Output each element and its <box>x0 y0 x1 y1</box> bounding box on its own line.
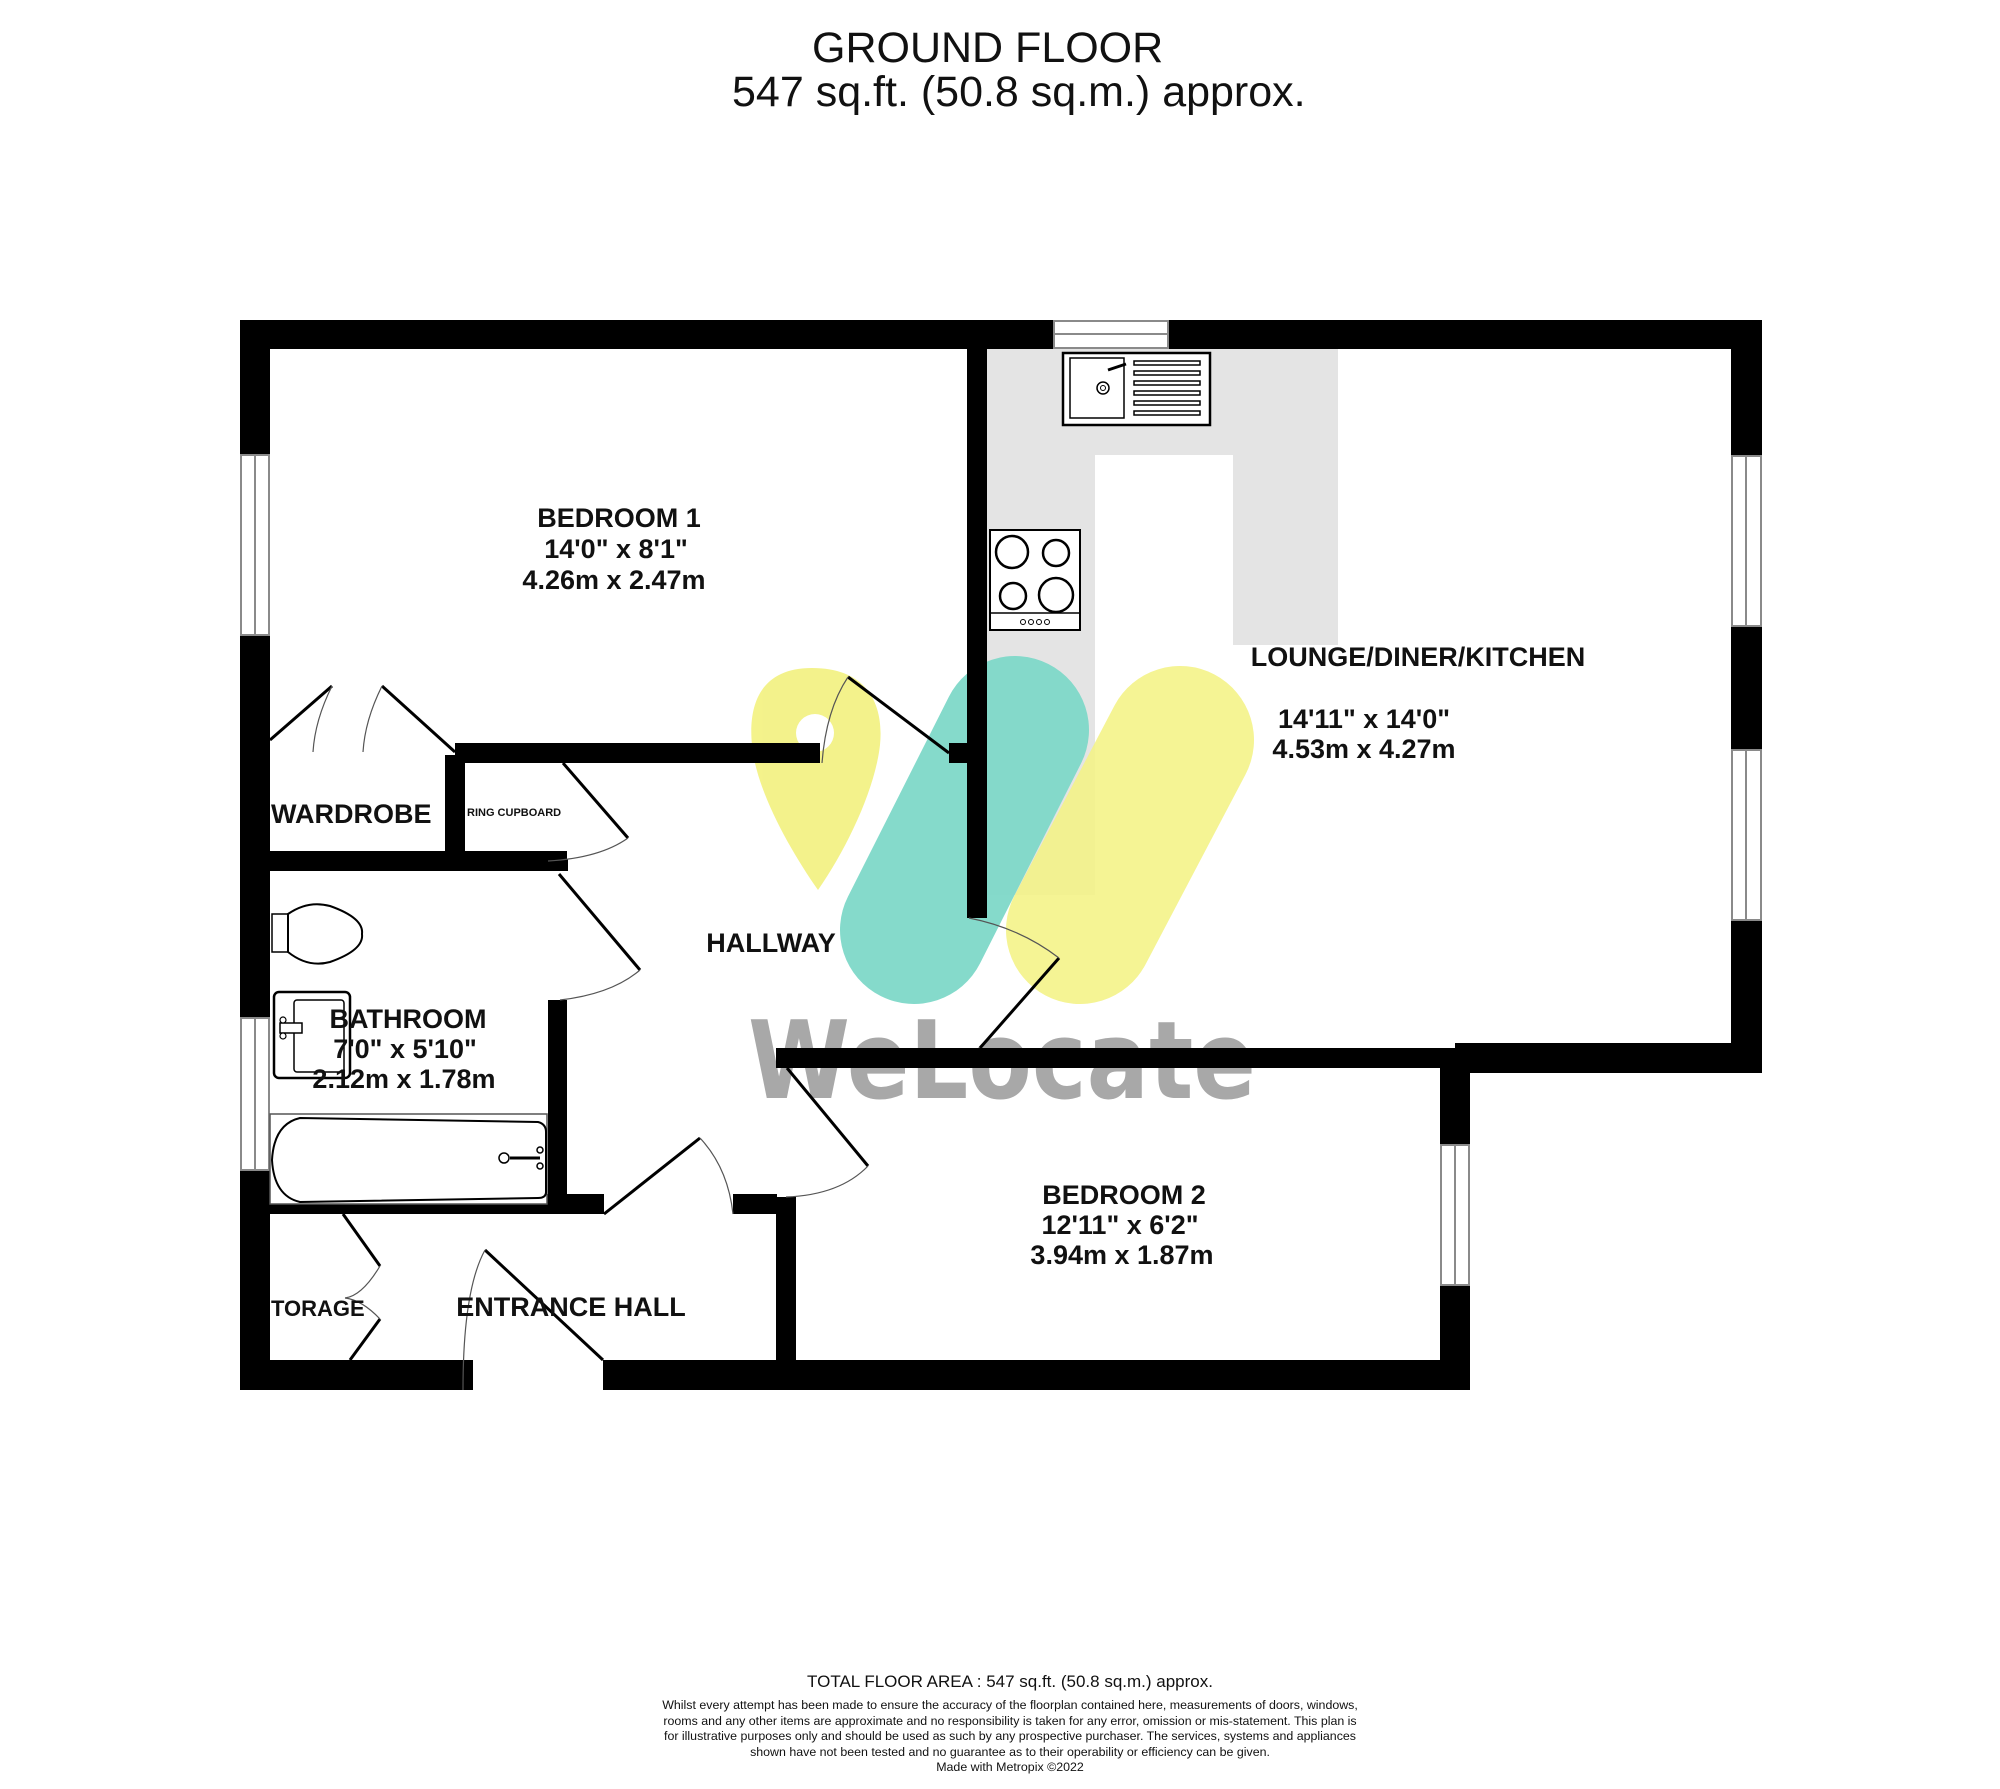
hallway-inner-door <box>603 1136 734 1216</box>
lounge-metric: 4.53m x 4.27m <box>1272 734 1455 764</box>
toilet-icon <box>271 903 364 965</box>
bathroom-metric: 2.12m x 1.78m <box>312 1064 495 1094</box>
sink-icon <box>1061 351 1212 427</box>
doors <box>269 675 1061 1391</box>
bedroom1-imperial: 14'0" x 8'1" <box>544 534 688 564</box>
floor-title: GROUND FLOOR <box>812 24 1164 72</box>
bedroom2-metric: 3.94m x 1.87m <box>1030 1240 1213 1270</box>
bathroom-name: BATHROOM <box>330 1004 487 1034</box>
basin-icon <box>272 990 352 1080</box>
disclaimer-text: Whilst every attempt has been made to en… <box>662 1698 1358 1759</box>
bedroom1-door <box>821 675 950 764</box>
hallway-label: HALLWAY <box>706 928 836 958</box>
wardrobe-label: WARDROBE <box>271 799 432 829</box>
watermark-logo-icon <box>751 656 1254 1004</box>
entrance-hall-label: ENTRANCE HALL <box>456 1292 686 1322</box>
bathroom-door <box>557 873 642 1001</box>
footer: TOTAL FLOOR AREA : 547 sq.ft. (50.8 sq.m… <box>660 1672 1360 1775</box>
front-door <box>462 1248 605 1391</box>
window-lounge-right-upper <box>1731 455 1762 627</box>
windows <box>240 320 1762 1286</box>
storage-label: TORAGE <box>271 1296 365 1321</box>
bedroom1-name: BEDROOM 1 <box>537 503 701 533</box>
hob-icon <box>989 529 1081 631</box>
metropix-credit: Made with Metropix ©2022 <box>936 1760 1084 1774</box>
bathroom-imperial: 7'0" x 5'10" <box>333 1034 477 1064</box>
lounge-imperial: 14'11" x 14'0" <box>1278 704 1450 734</box>
room-label-bedroom1: BEDROOM 1 14'0" x 8'1" 4.26m x 2.47m <box>522 503 705 595</box>
bedroom2-door <box>785 1067 870 1198</box>
bedroom2-name: BEDROOM 2 <box>1042 1180 1206 1210</box>
window-bedroom2-right <box>1440 1144 1470 1286</box>
airing-cupboard-label: RING CUPBOARD <box>467 807 561 819</box>
wardrobe-doors <box>269 684 457 754</box>
room-label-lounge: LOUNGE/DINER/KITCHEN 14'11" x 14'0" 4.53… <box>1251 642 1586 764</box>
lounge-name: LOUNGE/DINER/KITCHEN <box>1251 642 1586 672</box>
window-kitchen-top <box>1053 320 1169 349</box>
lounge-door <box>968 917 1061 1049</box>
window-lounge-right-lower <box>1731 749 1762 921</box>
bedroom1-metric: 4.26m x 2.47m <box>522 565 705 595</box>
window-bedroom1-left <box>240 454 270 636</box>
total-floor-area: TOTAL FLOOR AREA : 547 sq.ft. (50.8 sq.m… <box>807 1672 1213 1691</box>
floor-area-subtitle: 547 sq.ft. (50.8 sq.m.) approx. <box>732 68 1306 116</box>
airing-cupboard-door <box>547 762 630 862</box>
window-bathroom-left <box>240 1017 270 1171</box>
bedroom2-imperial: 12'11" x 6'2" <box>1041 1210 1198 1240</box>
room-label-bathroom: BATHROOM 7'0" x 5'10" 2.12m x 1.78m <box>312 1004 495 1094</box>
walls <box>240 320 1762 1390</box>
room-label-bedroom2: BEDROOM 2 12'11" x 6'2" 3.94m x 1.87m <box>1030 1180 1213 1270</box>
pin-icon <box>751 668 881 890</box>
bath-icon <box>269 1113 548 1205</box>
storage-doors <box>341 1213 382 1361</box>
